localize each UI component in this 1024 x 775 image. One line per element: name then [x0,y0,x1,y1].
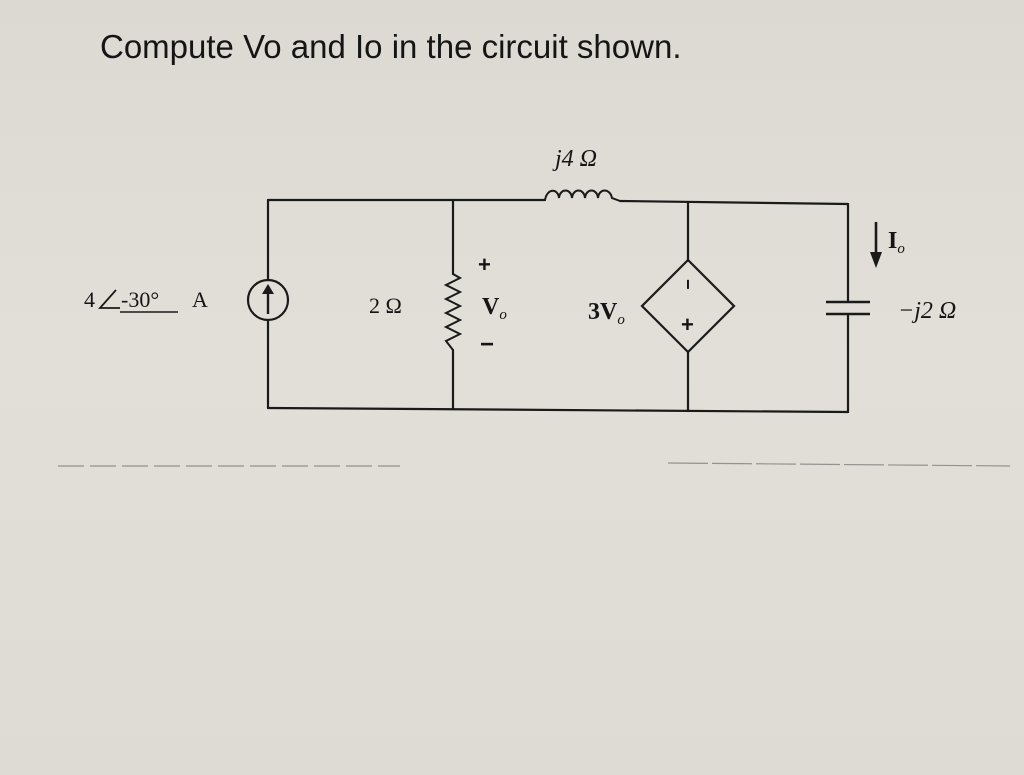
capacitor-icon [826,300,870,316]
vo-label: Vo [482,294,507,323]
bottom-wire [266,406,850,414]
dep-plus: + [681,312,694,337]
dep-source-sub: o [617,312,625,328]
dep-minus: − [678,279,698,290]
dep-source-label: 3Vo [588,299,625,328]
capacitor-label: −j2 Ω [898,298,956,324]
resistor-icon [443,273,463,351]
source-angle: -30° [121,287,159,312]
vo-sub: o [499,307,507,323]
current-source-icon [246,278,290,322]
dependent-source-icon [640,258,736,354]
problem-title: Compute Vo and Io in the circuit shown. [100,28,682,65]
paper-rule-lines [58,462,1011,467]
io-sub: o [897,241,905,257]
top-wire-right [618,199,850,206]
resistor-label: 2 Ω [369,293,402,318]
vo-plus: + [478,252,491,277]
io-arrow-icon [870,222,882,268]
angle-symbol-icon [97,289,120,309]
source-unit: A [192,287,208,312]
io-label: Io [888,228,905,257]
inductor-label: j4 Ω [552,146,597,172]
source-label: 4 [84,287,95,312]
vo-minus: − [480,331,494,358]
inductor-icon [544,189,621,202]
